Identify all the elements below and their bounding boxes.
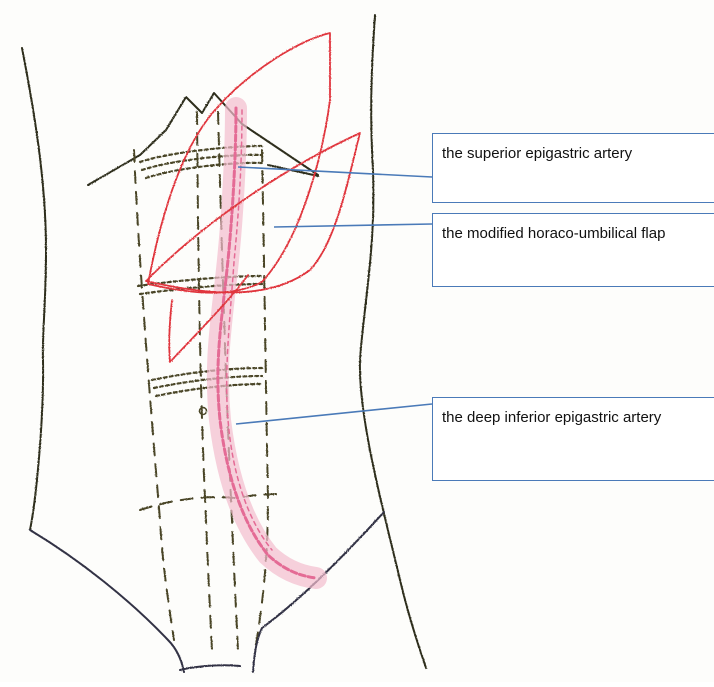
callout-deep-inferior-epigastric-artery: the deep inferior epigastric artery <box>432 397 714 481</box>
callout-label: the superior epigastric artery <box>442 145 632 162</box>
left-inguinal-line <box>30 530 184 672</box>
pubic-line <box>180 665 240 670</box>
callout-modified-flap: the modified horaco-umbilical flap <box>432 213 714 287</box>
deep-inferior-epigastric-artery <box>218 108 316 578</box>
flap-outline <box>146 33 360 362</box>
leader-superior-artery <box>238 167 432 177</box>
rib-margin-outline <box>88 93 318 185</box>
callout-label: the modified horaco-umbilical flap <box>442 225 665 242</box>
right-inguinal-line <box>253 512 384 672</box>
callout-label: the deep inferior epigastric artery <box>442 409 661 426</box>
callout-superior-epigastric-artery: the superior epigastric artery <box>432 133 714 203</box>
lower-flap-outline <box>146 133 360 292</box>
right-torso-contour <box>360 15 426 668</box>
left-torso-contour <box>22 48 46 530</box>
